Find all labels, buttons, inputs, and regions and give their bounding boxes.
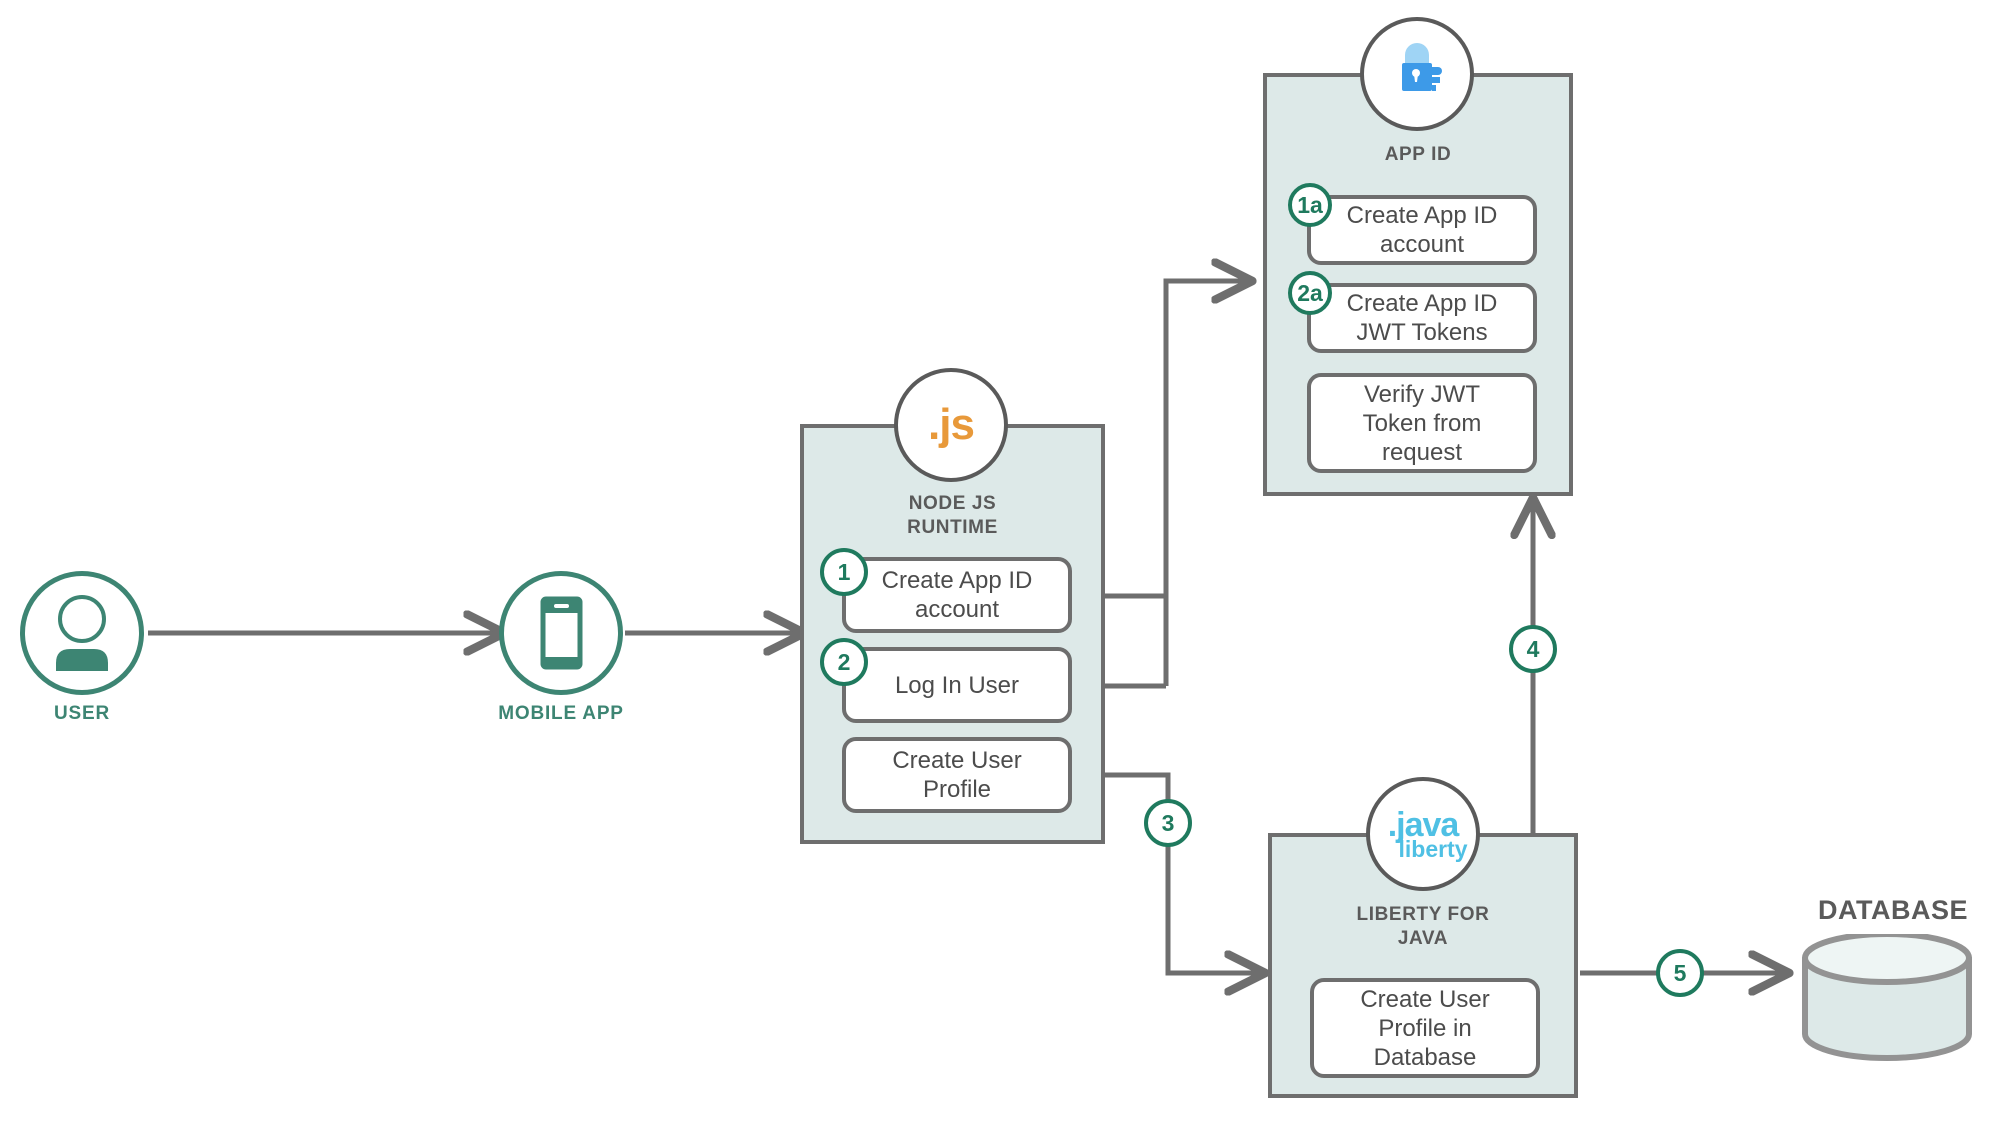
task-appid-create-jwt-tokens[interactable]: Create App ID JWT Tokens xyxy=(1307,283,1537,353)
node-js-logo: .js xyxy=(894,368,1008,482)
app-id-logo xyxy=(1360,17,1474,131)
panel-app-id-title: APP ID xyxy=(1263,143,1573,167)
user-icon xyxy=(56,595,108,671)
step-badge-5[interactable]: 5 xyxy=(1656,949,1704,997)
task-node-create-user-profile[interactable]: Create User Profile xyxy=(842,737,1072,813)
step-badge-2a[interactable]: 2a xyxy=(1288,271,1332,315)
task-node-create-app-id-account[interactable]: Create App ID account xyxy=(842,557,1072,633)
task-line2: Token from xyxy=(1362,409,1482,437)
liberty-title-line2: JAVA xyxy=(1397,928,1449,949)
wire-app-id-riser xyxy=(1163,281,1245,686)
mobile-app-ring xyxy=(499,571,623,695)
task-line3: request xyxy=(1381,438,1463,466)
step-badge-4-number: 4 xyxy=(1526,635,1540,662)
app-id-title-line1: APP ID xyxy=(1384,144,1452,165)
task-log-in-user-label: Log In User xyxy=(894,671,1020,699)
task-line3: Database xyxy=(1373,1043,1477,1071)
mobile-phone-icon xyxy=(540,596,583,670)
task-line1: Create App ID xyxy=(1346,290,1498,317)
step-badge-4[interactable]: 4 xyxy=(1509,625,1557,673)
panel-liberty-for-java-title: LIBERTY FOR JAVA xyxy=(1268,903,1578,951)
task-liberty-create-user-profile-in-database[interactable]: Create User Profile in Database xyxy=(1310,978,1540,1078)
task-line1: Create User xyxy=(892,747,1022,774)
app-id-lock-icon xyxy=(1402,43,1442,91)
step-badge-3-number: 3 xyxy=(1161,809,1175,836)
step-badge-2-number: 2 xyxy=(837,648,851,675)
task-line2: Profile in xyxy=(1378,1014,1472,1042)
endpoint-user[interactable]: USER xyxy=(20,571,144,724)
node-js-logo-text: .js xyxy=(928,400,975,449)
task-appid-create-app-id-account[interactable]: Create App ID account xyxy=(1307,195,1537,265)
step-badge-1a[interactable]: 1a xyxy=(1288,183,1332,227)
task-line1: Verify JWT xyxy=(1363,380,1480,408)
user-ring xyxy=(20,571,144,695)
step-badge-1[interactable]: 1 xyxy=(820,548,868,596)
step-badge-1-number: 1 xyxy=(837,558,851,585)
task-node-log-in-user[interactable]: Log In User xyxy=(842,647,1072,723)
step-badge-3[interactable]: 3 xyxy=(1144,799,1192,847)
panel-node-js-runtime-title: NODE JS RUNTIME xyxy=(800,492,1105,540)
task-line1: Create App ID xyxy=(881,567,1033,594)
step-badge-2[interactable]: 2 xyxy=(820,638,868,686)
task-line2: account xyxy=(914,596,1000,623)
liberty-title-line1: LIBERTY FOR xyxy=(1356,904,1490,925)
task-line1: Create User xyxy=(1360,985,1490,1013)
endpoint-mobile-app[interactable]: MOBILE APP xyxy=(498,571,623,724)
task-line2: JWT Tokens xyxy=(1356,319,1488,346)
java-liberty-logo: .java liberty xyxy=(1366,777,1480,891)
task-appid-verify-jwt-token[interactable]: Verify JWT Token from request xyxy=(1307,373,1537,473)
task-line2: account xyxy=(1379,231,1465,258)
database-cylinder-icon[interactable] xyxy=(1797,934,1987,1074)
step-badge-5-number: 5 xyxy=(1673,959,1687,986)
task-line1: Create App ID xyxy=(1346,202,1498,229)
step-badge-1a-number: 1a xyxy=(1297,191,1323,218)
node-js-title-line2: RUNTIME xyxy=(907,517,998,538)
database-label: DATABASE xyxy=(1818,895,1968,925)
java-liberty-logo-text-1: .java xyxy=(1387,805,1460,844)
node-js-title-line1: NODE JS xyxy=(908,493,997,514)
mobile-app-label: MOBILE APP xyxy=(498,703,624,724)
task-line2: Profile xyxy=(922,776,992,803)
user-label: USER xyxy=(54,703,110,724)
java-liberty-logo-text-2: liberty xyxy=(1398,835,1468,862)
step-badge-2a-number: 2a xyxy=(1297,279,1323,306)
